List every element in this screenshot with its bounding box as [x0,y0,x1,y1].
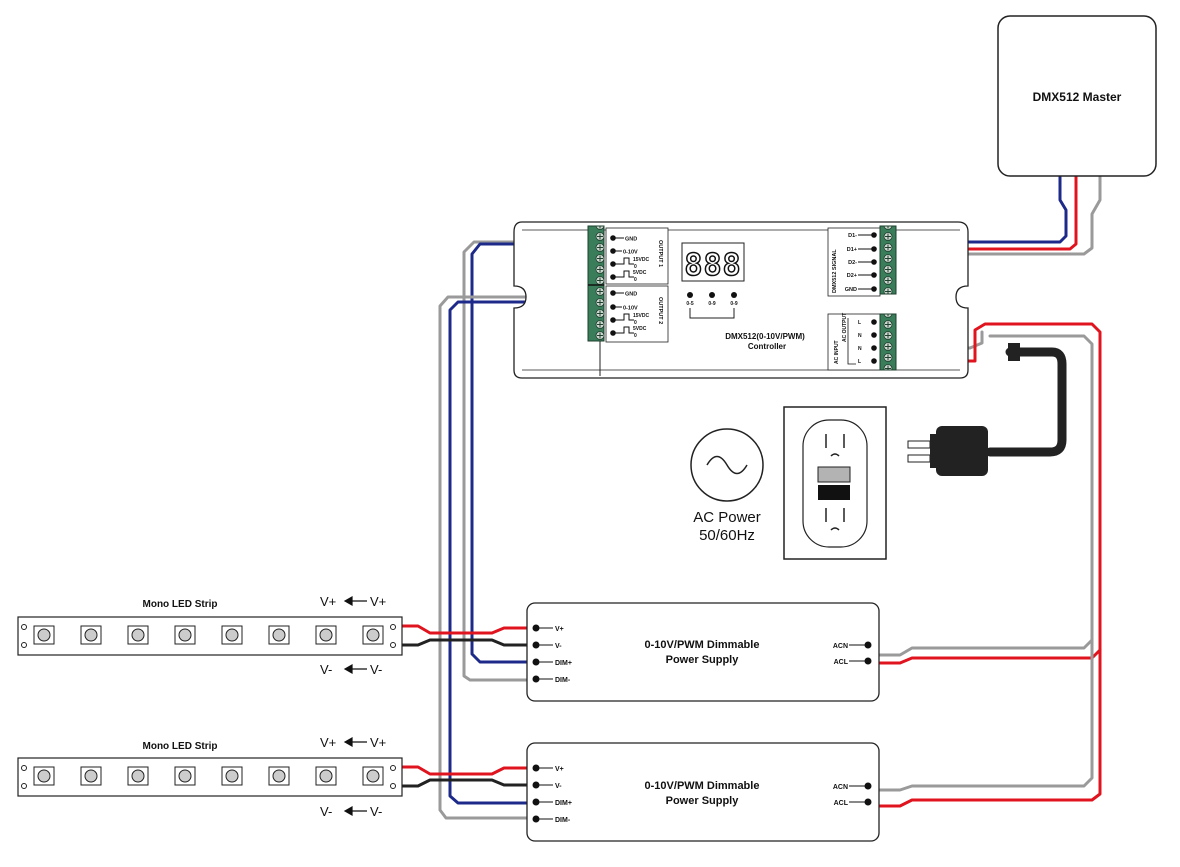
svg-text:V-: V- [555,783,562,790]
svg-text:V-: V- [320,662,332,677]
svg-text:D2-: D2- [848,260,857,266]
wall-outlet-icon [783,406,887,560]
svg-text:V+: V+ [320,735,336,750]
svg-text:V+: V+ [555,626,564,633]
strip2-vplus-wire [400,765,529,776]
led-strip-1: Mono LED Strip V+ V+ V- V- [17,594,403,677]
svg-text:D2+: D2+ [847,273,857,279]
svg-text:0-10V: 0-10V [623,250,638,256]
svg-text:ACL: ACL [834,800,849,807]
ac-panel: AC INPUT AC OUTPUT L N N L [827,313,881,371]
dmx-terminal-block [879,225,897,295]
psu2-acn-wire [878,638,1094,792]
svg-text:L: L [858,359,861,365]
svg-text:GND: GND [625,292,637,298]
ac-gray-trunk [988,334,1094,642]
svg-text:V+: V+ [370,735,386,750]
svg-text:0: 0 [634,264,637,270]
svg-text:0-9: 0-9 [730,301,737,307]
display-digits: 888 [684,248,741,283]
svg-text:DIM+: DIM+ [555,660,572,667]
svg-text:Power Supply: Power Supply [666,654,740,666]
svg-text:0: 0 [634,333,637,339]
svg-text:V-: V- [555,643,562,650]
output-terminal-block [587,225,605,342]
svg-text:15VDC: 15VDC [633,313,650,319]
dmx-master-label: DMX512 Master [1033,90,1122,104]
strip1-leds [33,625,384,645]
dmx-signal-panel: DMX512 SIGNAL D1- D1+ D2- D2+ GND [827,227,881,297]
svg-text:V-: V- [370,804,382,819]
svg-text:D1+: D1+ [847,247,857,253]
output2-panel: GND 0-10V 15VDC 0 5VDC 0 OUTPUT 2 [605,285,669,343]
dmx-wire-red [896,175,1078,251]
ac-input-label: AC INPUT [834,340,840,364]
ac-power-freq: 50/60Hz [699,527,755,544]
svg-text:GND: GND [845,287,857,293]
power-plug-icon [907,426,988,476]
svg-text:V+: V+ [370,594,386,609]
svg-text:L: L [858,320,861,326]
power-supply-1: V+ V- DIM+ DIM- 0-10V/PWM Dimmable Power… [526,602,880,702]
svg-text:5VDC: 5VDC [633,326,647,332]
svg-text:V+: V+ [555,766,564,773]
svg-text:N: N [858,346,862,352]
controller-subtitle: Controller [748,342,786,351]
svg-text:V-: V- [370,662,382,677]
svg-text:DIM-: DIM- [555,817,571,824]
ac-power: AC Power 50/60Hz [690,428,764,544]
svg-text:0-10V/PWM Dimmable: 0-10V/PWM Dimmable [645,639,760,651]
dmx-wire-blue [896,175,1068,244]
svg-text:ACL: ACL [834,659,849,666]
svg-text:0-10V/PWM Dimmable: 0-10V/PWM Dimmable [645,780,760,792]
svg-text:15VDC: 15VDC [633,257,650,263]
svg-text:DIM+: DIM+ [555,800,572,807]
output1-panel: GND 0-10V 15VDC 0 5VDC 0 OUTPUT 1 [605,227,669,285]
svg-text:V+: V+ [320,594,336,609]
output1-label: OUTPUT 1 [657,240,663,267]
strip2-label: Mono LED Strip [143,741,218,752]
svg-text:0: 0 [634,277,637,283]
ac-in-red [896,322,1102,652]
segment-display: 888 [681,242,745,284]
svg-text:0-5: 0-5 [686,301,693,307]
ac-power-label: AC Power [693,509,761,526]
ac-terminal-block [879,313,897,371]
strip1-vminus-wire [400,638,529,647]
svg-text:GND: GND [625,237,637,243]
led-strip-2: Mono LED Strip V+ V+ V- V- [17,735,403,819]
svg-text:Power Supply: Power Supply [666,795,740,807]
controller-title: DMX512(0-10V/PWM) [725,332,805,341]
ac-output-label: AC OUTPUT [842,313,848,342]
strip1-label: Mono LED Strip [143,599,218,610]
dmx-controller: GND 0-10V 15VDC 0 5VDC 0 OUTPUT 1 GND 0-… [513,221,969,379]
svg-text:0: 0 [634,320,637,326]
dmx-signal-label: DMX512 SIGNAL [832,249,838,293]
output2-label: OUTPUT 2 [657,297,663,324]
svg-text:DIM-: DIM- [555,677,571,684]
svg-text:0-9: 0-9 [708,301,715,307]
svg-text:N: N [858,333,862,339]
power-supply-2: V+ V- DIM+ DIM- 0-10V/PWM Dimmable Power… [526,742,880,842]
strip2-leds [33,766,384,786]
psu1-acl-wire [878,648,1102,665]
psu2-acl-wire [878,648,1102,808]
svg-text:ACN: ACN [833,643,848,650]
selector-switches: 0-5 0-9 0-9 [686,292,738,319]
psu1-acn-wire [878,638,1094,657]
svg-text:5VDC: 5VDC [633,270,647,276]
svg-text:0-10V: 0-10V [623,306,638,312]
svg-text:D1-: D1- [848,233,857,239]
svg-text:V-: V- [320,804,332,819]
strip1-vplus-wire [400,624,529,635]
power-cord [985,347,1067,457]
svg-text:ACN: ACN [833,784,848,791]
strip2-vminus-wire [400,778,529,788]
dmx-master: DMX512 Master [997,15,1157,177]
